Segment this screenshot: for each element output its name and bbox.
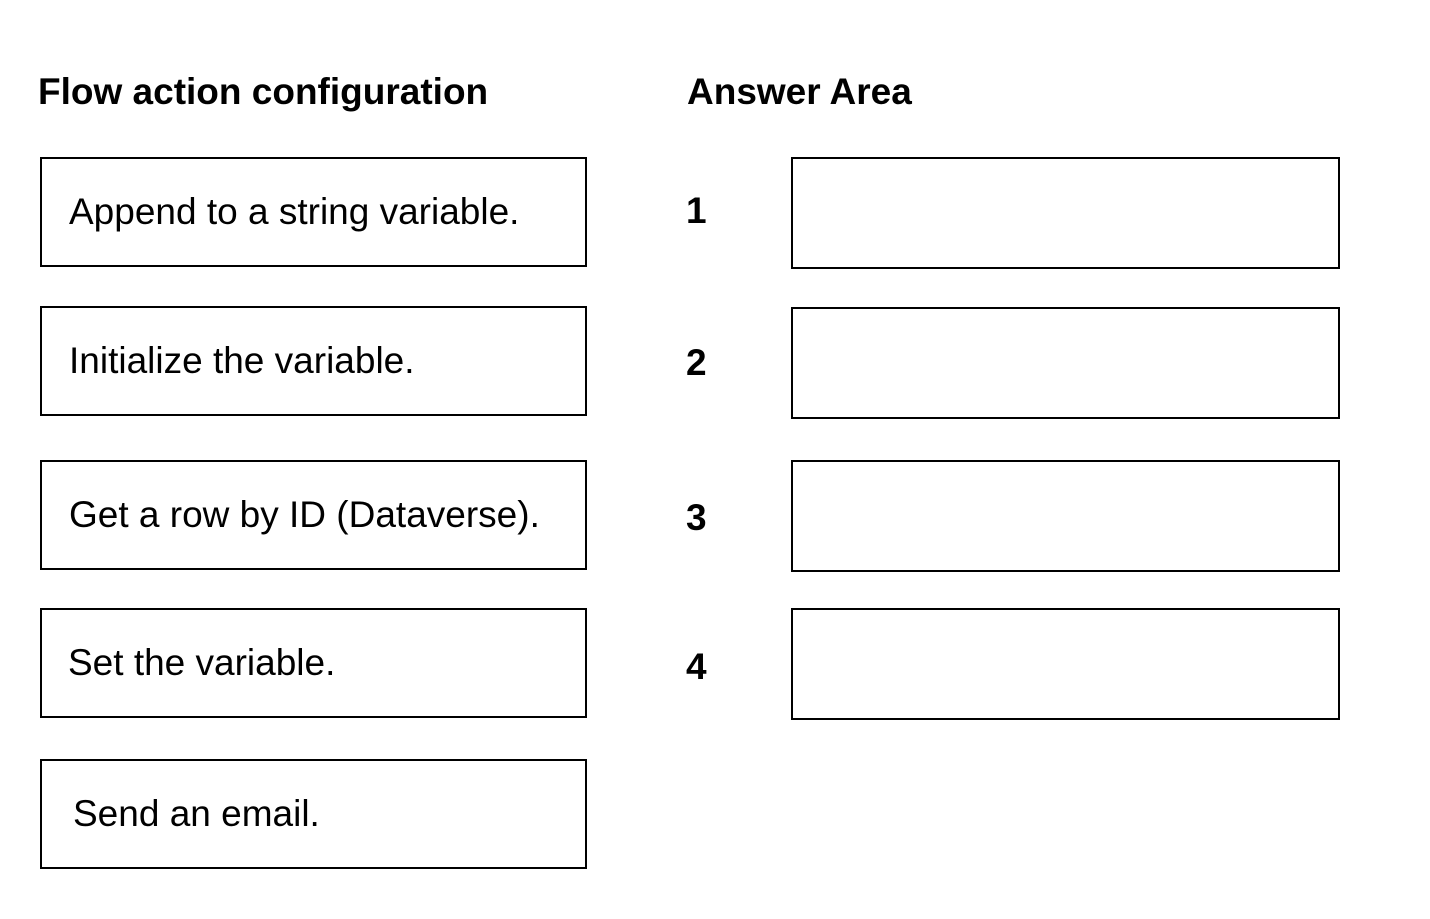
- answer-slot-number: 2: [686, 342, 707, 383]
- answer-slot-1[interactable]: [791, 157, 1340, 269]
- answer-slot-number: 1: [686, 190, 707, 231]
- option-send-email[interactable]: Send an email.: [40, 759, 587, 869]
- option-label: Append to a string variable.: [69, 191, 520, 232]
- option-label: Send an email.: [73, 793, 320, 834]
- answer-area-heading: Answer Area: [687, 71, 912, 112]
- option-label: Get a row by ID (Dataverse).: [69, 494, 540, 535]
- answer-slot-2[interactable]: [791, 307, 1340, 419]
- option-label: Set the variable.: [68, 642, 336, 683]
- option-append-to-string-variable[interactable]: Append to a string variable.: [40, 157, 587, 267]
- answer-slot-number: 3: [686, 497, 707, 538]
- flow-action-configuration-heading: Flow action configuration: [38, 71, 489, 112]
- option-label: Initialize the variable.: [69, 340, 415, 381]
- answer-slot-number: 4: [686, 646, 707, 687]
- option-set-variable[interactable]: Set the variable.: [40, 608, 587, 718]
- option-initialize-variable[interactable]: Initialize the variable.: [40, 306, 587, 416]
- answer-slot-3[interactable]: [791, 460, 1340, 572]
- answer-slot-4[interactable]: [791, 608, 1340, 720]
- option-get-row-by-id-dataverse[interactable]: Get a row by ID (Dataverse).: [40, 460, 587, 570]
